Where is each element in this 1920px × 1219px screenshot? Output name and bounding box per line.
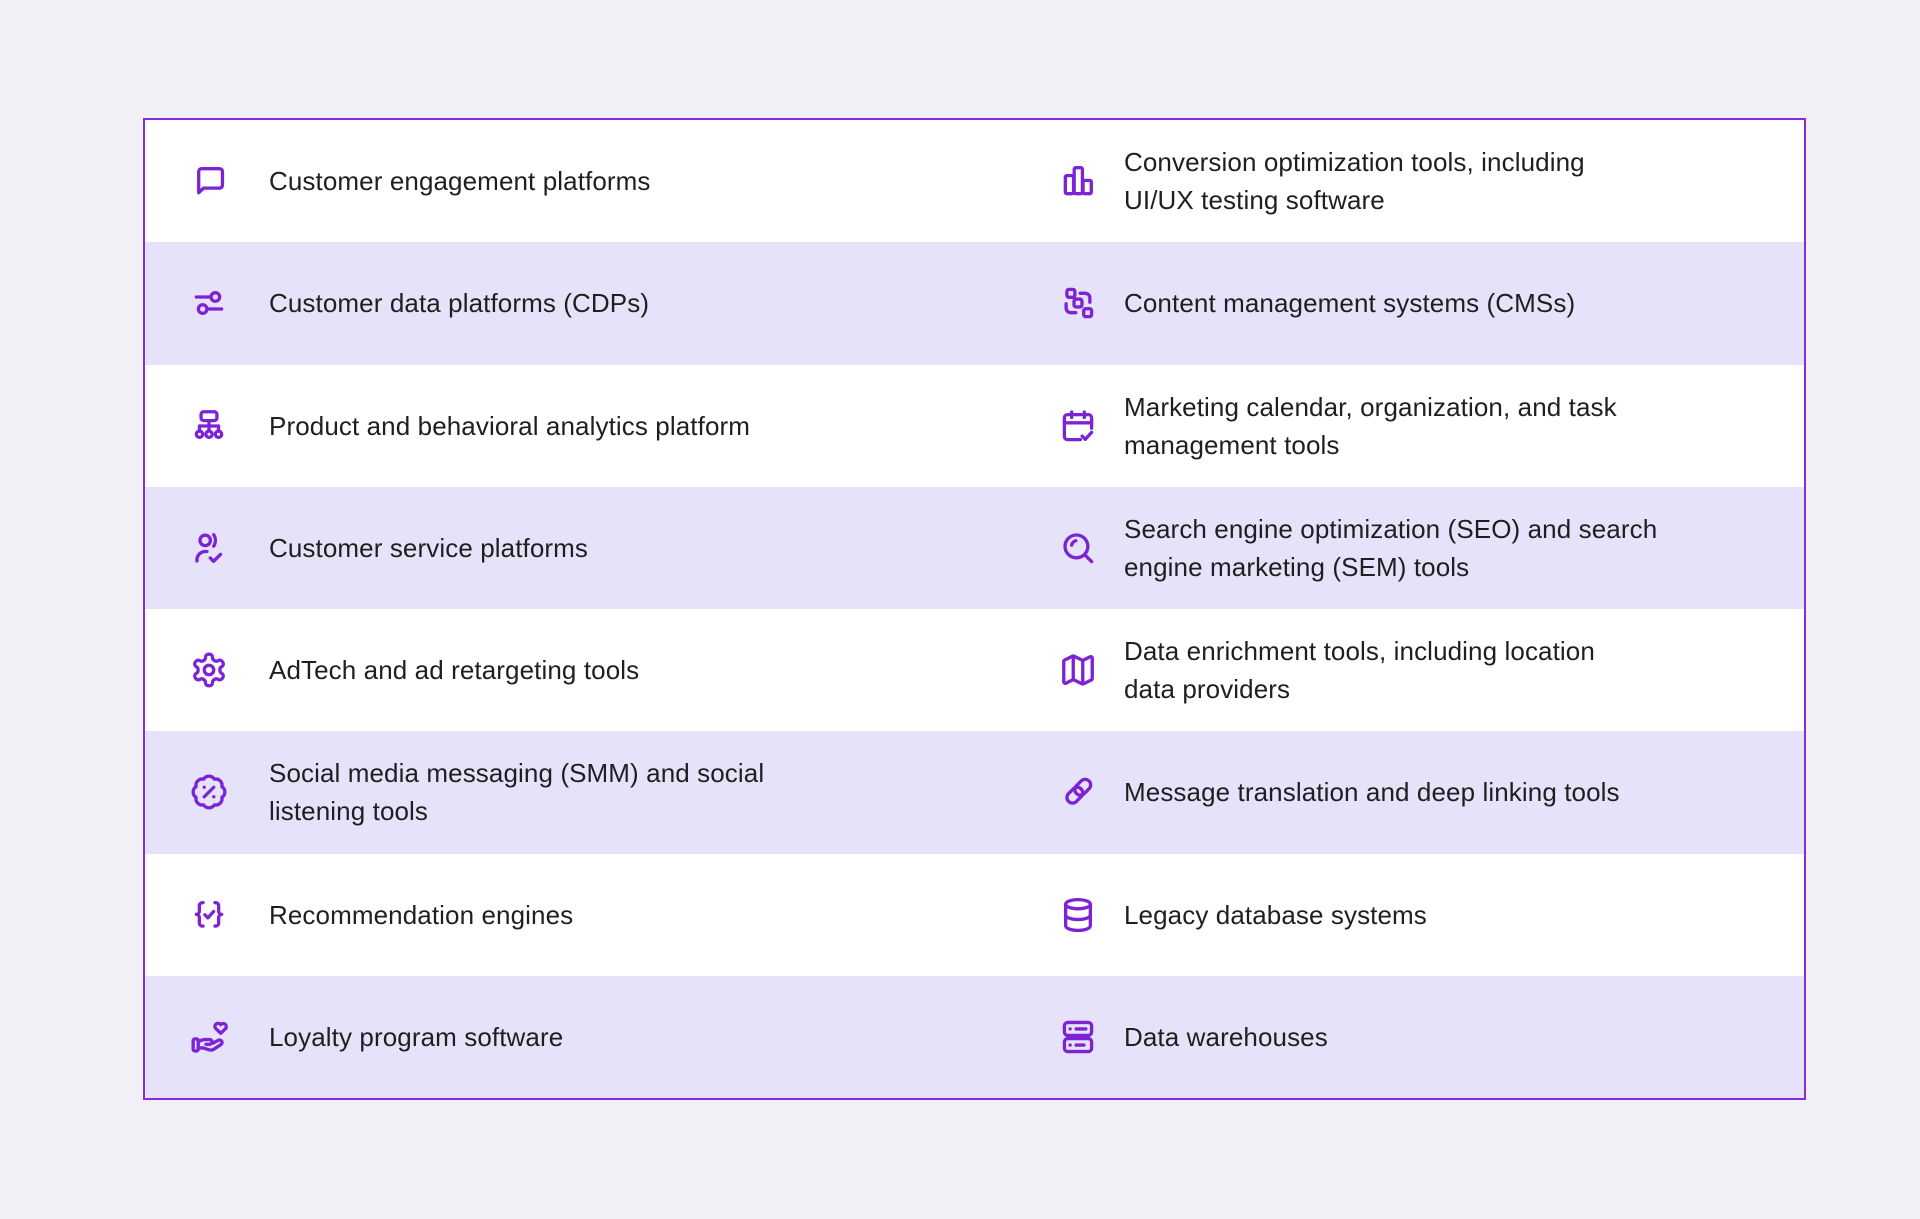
table-cell: AdTech and ad retargeting tools xyxy=(145,609,974,731)
badge-percent-icon xyxy=(189,772,229,812)
table-cell: Customer service platforms xyxy=(145,487,974,609)
sitemap-icon xyxy=(189,406,229,446)
item-label: Conversion optimization tools, including… xyxy=(1124,147,1585,216)
item-label: Data warehouses xyxy=(1124,1021,1328,1052)
chat-bubble-icon xyxy=(189,161,229,201)
table-row: Product and behavioral analytics platfor… xyxy=(145,365,1804,487)
table-row: Recommendation engines Legacy database s… xyxy=(145,854,1804,976)
table-row: AdTech and ad retargeting tools Data enr… xyxy=(145,609,1804,731)
item-label: Marketing calendar, organization, and ta… xyxy=(1124,391,1617,460)
table-cell: Product and behavioral analytics platfor… xyxy=(145,365,974,487)
item-label: Social media messaging (SMM) and social … xyxy=(269,758,765,827)
table-cell: Legacy database systems xyxy=(974,854,1804,976)
bar-chart-icon xyxy=(1058,161,1098,201)
item-label: Customer engagement platforms xyxy=(269,166,651,197)
search-icon xyxy=(1058,528,1098,568)
user-check-icon xyxy=(189,528,229,568)
table-row: Customer service platforms Search engine… xyxy=(145,486,1804,609)
table-cell: Content management systems (CMSs) xyxy=(974,242,1804,364)
item-label: Customer service platforms xyxy=(269,532,589,563)
braces-check-icon xyxy=(189,895,229,935)
sliders-icon xyxy=(189,283,229,323)
table-cell: Marketing calendar, organization, and ta… xyxy=(974,365,1804,487)
item-label: Product and behavioral analytics platfor… xyxy=(269,410,751,441)
item-label: Customer data platforms (CDPs) xyxy=(269,288,650,319)
table-cell: Customer engagement platforms xyxy=(145,120,974,242)
item-label: Content management systems (CMSs) xyxy=(1124,288,1576,319)
gear-icon xyxy=(189,650,229,690)
integrations-table: Customer engagement platforms Conversion… xyxy=(143,118,1806,1100)
database-icon xyxy=(1058,895,1098,935)
table-cell: Search engine optimization (SEO) and sea… xyxy=(974,487,1804,609)
item-label: Data enrichment tools, including locatio… xyxy=(1124,636,1595,705)
item-label: Legacy database systems xyxy=(1124,899,1427,930)
calendar-check-icon xyxy=(1058,406,1098,446)
components-icon xyxy=(1058,283,1098,323)
table-cell: Message translation and deep linking too… xyxy=(974,731,1804,853)
table-cell: Customer data platforms (CDPs) xyxy=(145,242,974,364)
hand-heart-icon xyxy=(189,1017,229,1057)
table-row: Loyalty program software Data warehouses xyxy=(145,975,1804,1098)
table-cell: Social media messaging (SMM) and social … xyxy=(145,731,974,853)
table-cell: Data warehouses xyxy=(974,976,1804,1098)
server-stack-icon xyxy=(1058,1017,1098,1057)
item-label: Recommendation engines xyxy=(269,899,574,930)
map-icon xyxy=(1058,650,1098,690)
item-label: Loyalty program software xyxy=(269,1021,564,1052)
table-cell: Recommendation engines xyxy=(145,854,974,976)
table-row: Social media messaging (SMM) and social … xyxy=(145,731,1804,854)
table-row: Customer engagement platforms Conversion… xyxy=(145,120,1804,242)
chain-link-icon xyxy=(1058,772,1098,812)
item-label: Message translation and deep linking too… xyxy=(1124,777,1620,808)
item-label: AdTech and ad retargeting tools xyxy=(269,655,640,686)
table-cell: Loyalty program software xyxy=(145,976,974,1098)
table-cell: Data enrichment tools, including locatio… xyxy=(974,609,1804,731)
item-label: Search engine optimization (SEO) and sea… xyxy=(1124,513,1658,582)
table-cell: Conversion optimization tools, including… xyxy=(974,120,1804,242)
table-row: Customer data platforms (CDPs) Content m… xyxy=(145,242,1804,365)
